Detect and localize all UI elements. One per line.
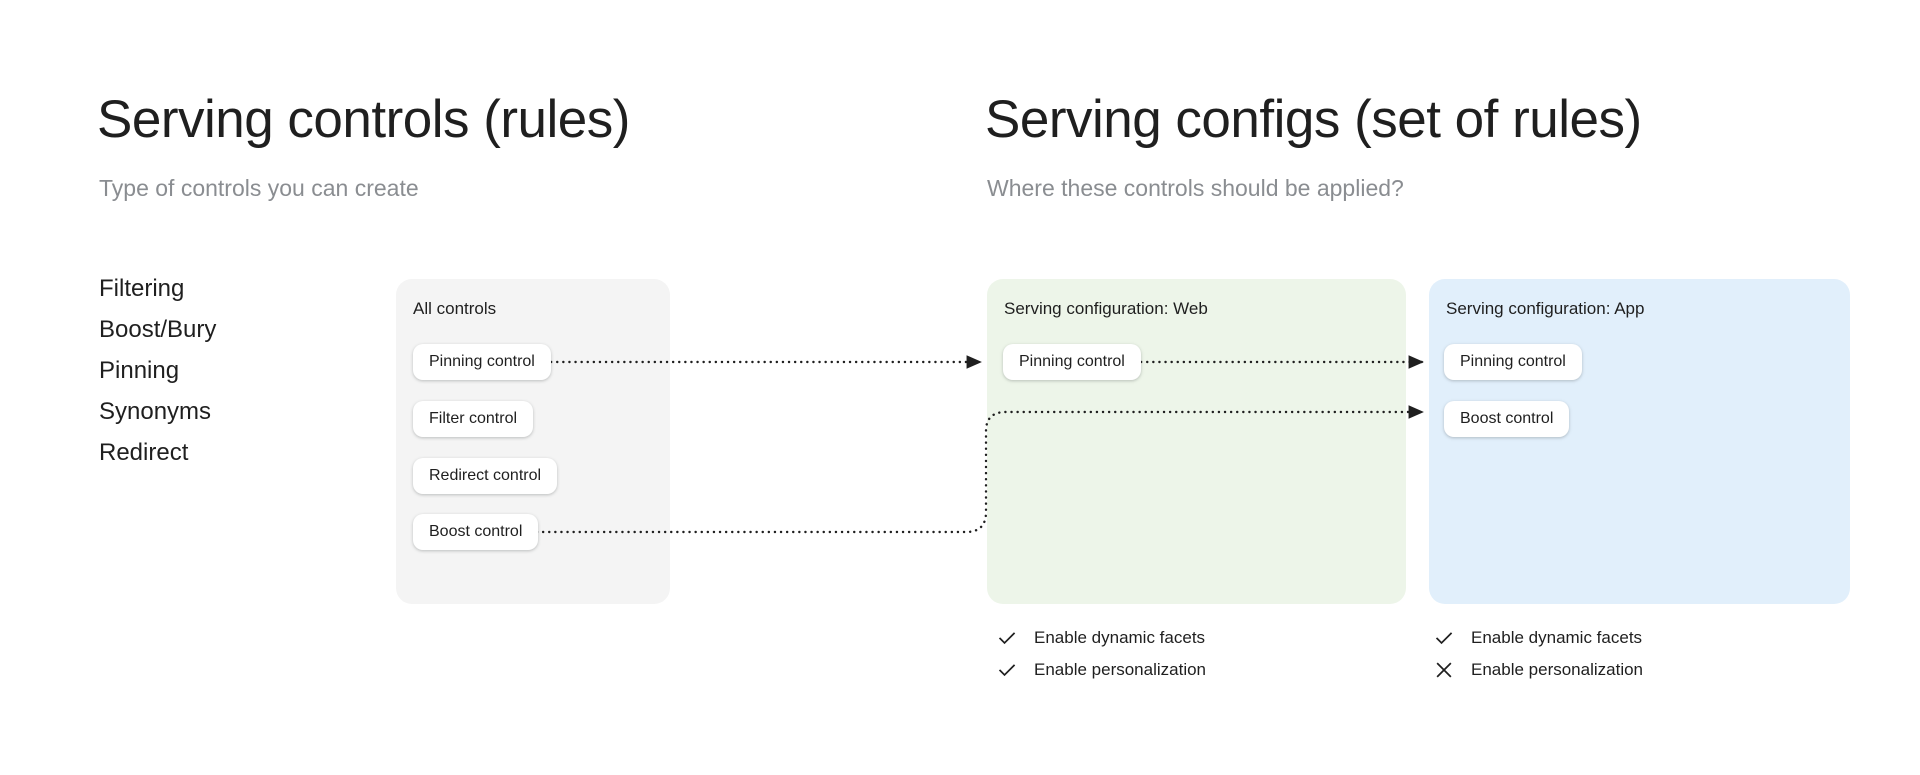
check-icon xyxy=(998,632,1016,645)
chip-app-boost-control[interactable]: Boost control xyxy=(1444,401,1570,437)
chip-web-pinning-control[interactable]: Pinning control xyxy=(1003,344,1141,380)
control-type-list: Filtering Boost/Bury Pinning Synonyms Re… xyxy=(99,268,399,473)
panel-serving-config-app: Serving configuration: App xyxy=(1429,279,1850,604)
panel-serving-config-web-title: Serving configuration: Web xyxy=(1004,299,1208,318)
panel-serving-config-app-title: Serving configuration: App xyxy=(1446,299,1645,318)
control-type-item: Pinning xyxy=(99,357,180,384)
settings-list-app: Enable dynamic facets Enable personaliza… xyxy=(1433,622,1643,686)
chip-boost-control[interactable]: Boost control xyxy=(413,514,539,550)
setting-row-dynamic-facets[interactable]: Enable dynamic facets xyxy=(1433,622,1643,654)
left-section-title: Serving controls (rules) xyxy=(97,90,630,149)
chip-label: Redirect control xyxy=(429,467,542,484)
chip-label: Boost control xyxy=(1460,410,1554,427)
chip-label: Pinning control xyxy=(429,353,535,370)
setting-label: Enable dynamic facets xyxy=(1034,628,1206,647)
check-icon xyxy=(998,664,1016,677)
right-section-subtitle: Where these controls should be applied? xyxy=(987,175,1404,201)
setting-row-personalization[interactable]: Enable personalization xyxy=(996,654,1206,686)
setting-row-personalization[interactable]: Enable personalization xyxy=(1433,654,1643,686)
chip-label: Pinning control xyxy=(1019,353,1125,370)
setting-row-dynamic-facets[interactable]: Enable dynamic facets xyxy=(996,622,1206,654)
panel-all-controls-title: All controls xyxy=(413,299,497,318)
setting-label: Enable personalization xyxy=(1471,660,1644,679)
left-section-subtitle: Type of controls you can create xyxy=(99,175,419,201)
chip-label: Filter control xyxy=(429,410,518,427)
panel-serving-config-web: Serving configuration: Web xyxy=(987,279,1406,604)
chip-filter-control[interactable]: Filter control xyxy=(413,401,534,437)
chip-label: Boost control xyxy=(429,523,523,540)
chip-label: Pinning control xyxy=(1460,353,1566,370)
check-icon xyxy=(1435,632,1453,645)
chip-pinning-control[interactable]: Pinning control xyxy=(413,344,551,380)
right-section-title: Serving configs (set of rules) xyxy=(985,90,1642,149)
chip-redirect-control[interactable]: Redirect control xyxy=(413,458,558,494)
panel-all-controls: All controls xyxy=(396,279,670,604)
setting-label: Enable personalization xyxy=(1034,660,1207,679)
cross-icon xyxy=(1436,662,1452,678)
control-type-item: Redirect xyxy=(99,439,189,466)
control-type-item: Filtering xyxy=(99,275,185,302)
settings-list-web: Enable dynamic facets Enable personaliza… xyxy=(996,622,1206,686)
chip-app-pinning-control[interactable]: Pinning control xyxy=(1444,344,1582,380)
control-type-item: Boost/Bury xyxy=(99,316,217,343)
setting-label: Enable dynamic facets xyxy=(1471,628,1643,647)
control-type-item: Synonyms xyxy=(99,398,212,425)
